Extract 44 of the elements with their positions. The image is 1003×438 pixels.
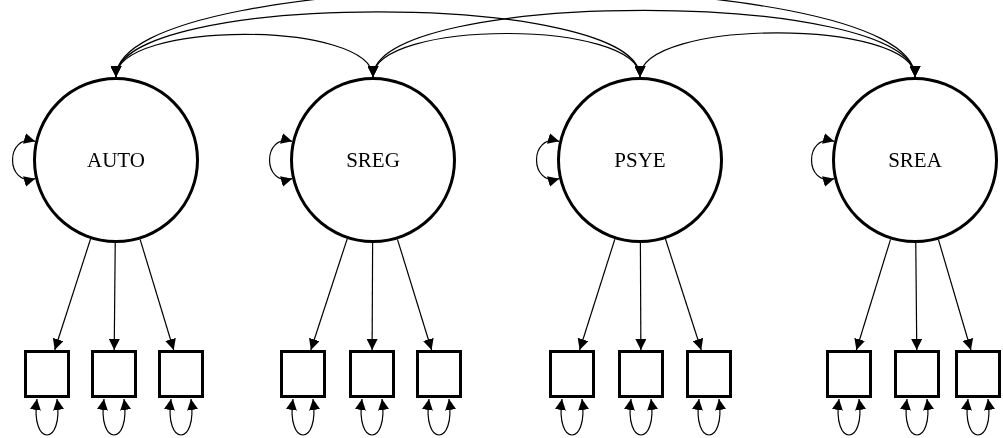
arrow (139, 238, 176, 351)
square-node (618, 350, 664, 398)
self-loop-arrow (164, 398, 198, 436)
node-label: SREA (888, 147, 942, 173)
square-node (349, 350, 395, 398)
arrow (854, 238, 892, 351)
arrow (52, 238, 92, 351)
square-node (24, 350, 70, 398)
square-node (549, 350, 595, 398)
self-loop-arrow (286, 398, 320, 436)
self-loop-arrow (961, 398, 995, 436)
self-loop-arrow (692, 398, 726, 436)
self-loop-arrow (11, 134, 36, 186)
square-node (416, 350, 462, 398)
self-loop-arrow (535, 134, 560, 186)
square-node (826, 350, 872, 398)
node-label: AUTO (87, 147, 145, 173)
arrow (911, 242, 923, 351)
square-node (158, 350, 204, 398)
node-label: PSYE (614, 147, 666, 173)
self-loop-arrow (422, 398, 456, 436)
arrow (366, 242, 378, 351)
square-node (955, 350, 1001, 398)
self-loop-arrow (832, 398, 866, 436)
self-loop-arrow (624, 398, 658, 436)
square-node (91, 350, 137, 398)
arrow (635, 242, 647, 351)
arrow (664, 238, 704, 351)
square-node (280, 350, 326, 398)
self-loop-arrow (900, 398, 934, 436)
arrow (577, 238, 616, 351)
arrow (108, 242, 120, 351)
arrow (309, 238, 348, 351)
arrow (396, 238, 434, 351)
self-loop-arrow (268, 134, 293, 186)
self-loop-arrow (355, 398, 389, 436)
self-loop-arrow (97, 398, 131, 436)
square-node (894, 350, 940, 398)
square-node (686, 350, 732, 398)
self-loop-arrow (810, 134, 835, 186)
arrow (937, 239, 974, 351)
self-loop-arrow (555, 398, 589, 436)
node-label: SREG (346, 147, 400, 173)
self-loop-arrow (30, 398, 64, 436)
